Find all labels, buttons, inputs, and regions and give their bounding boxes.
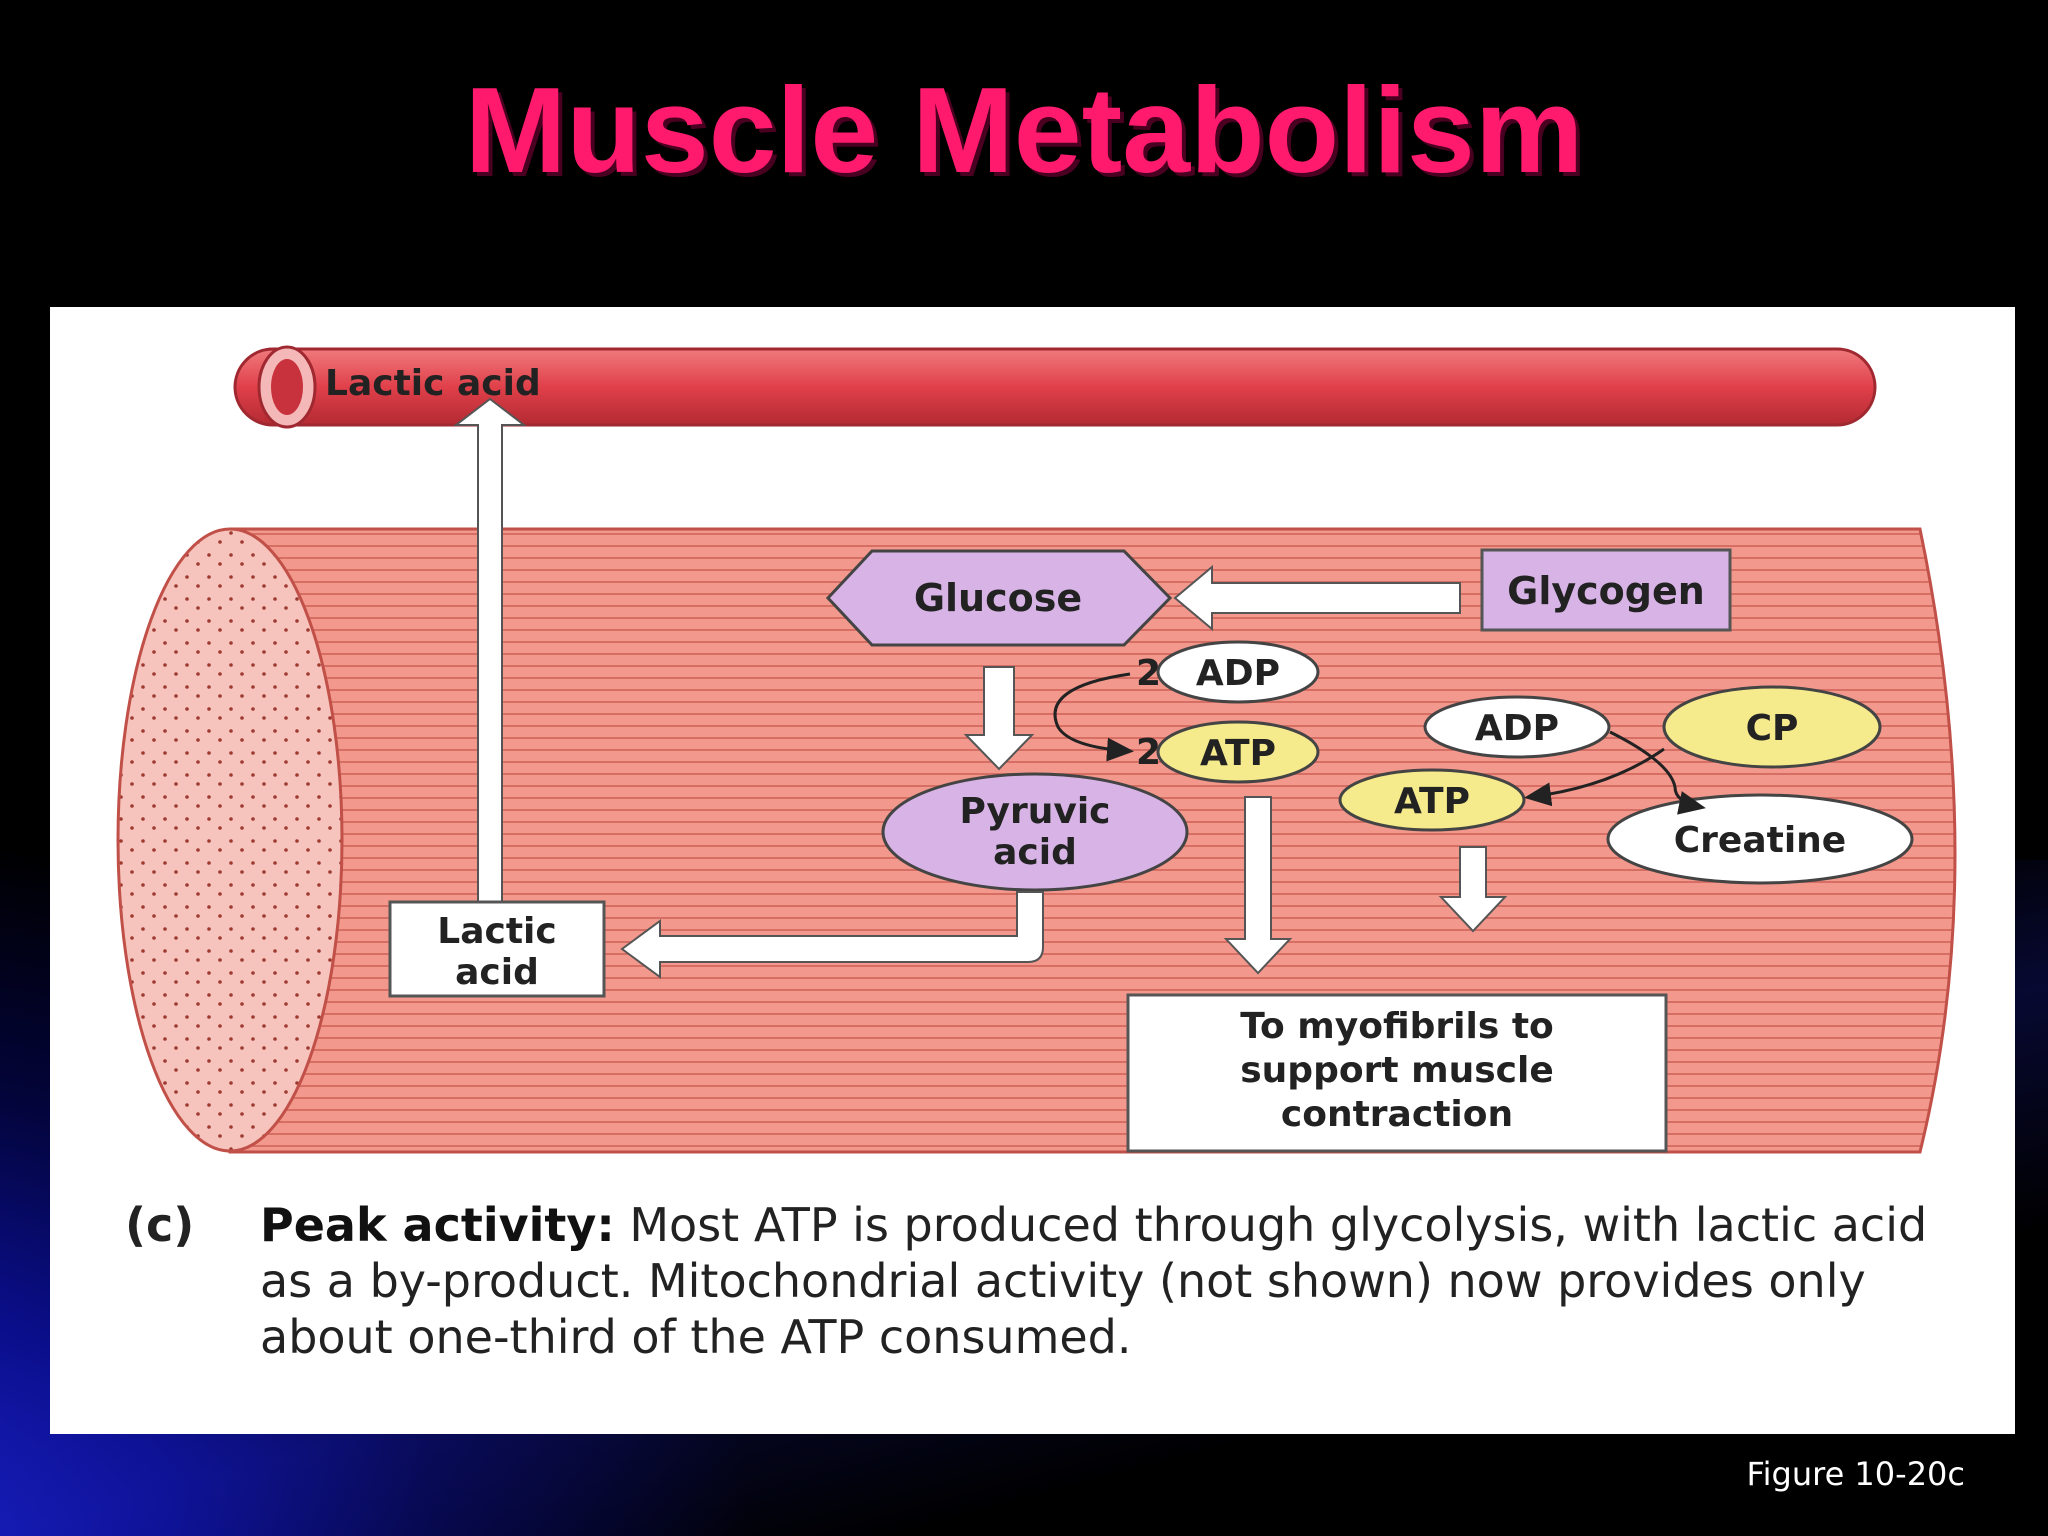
atp-label: ATP [1200,733,1276,774]
lactic-line1: Lactic [437,911,556,952]
figure-caption: (c) Peak activity: Most ATP is produced … [125,1197,1985,1365]
vessel-label: Lactic acid [325,363,541,404]
myofibrils-line2: support muscle [1240,1050,1554,1091]
cp-curve-2 [1524,747,1665,807]
slide-title: Muscle Metabolism [464,62,1584,198]
myofibrils-line3: contraction [1281,1094,1513,1135]
cp-adp-label: ADP [1475,708,1559,749]
lactic-line2: acid [455,952,539,993]
arrow-atp-to-myofibrils [1223,796,1293,975]
arrow-glycogen-to-glucose [1173,564,1461,632]
pyruvic-line2: acid [993,832,1077,873]
cp-atp-oval [1338,768,1526,832]
caption-text: Most ATP is produced through glycolysis,… [260,1198,1928,1364]
cp-oval [1662,685,1882,769]
arrow-pyruvic-to-lactic [620,891,1044,979]
glucose-hexagon [825,549,1173,647]
caption-tag: (c) [125,1198,195,1252]
glycogen-box [1480,548,1732,632]
cp-adp-oval [1423,695,1611,759]
creatine-label: Creatine [1674,820,1846,861]
myofibrils-box [1126,993,1668,1153]
cp-curve-1 [1609,730,1706,815]
figure-reference: Figure 10-20c [1746,1455,1965,1493]
lactic-acid-box [388,900,606,998]
cp-label: CP [1746,708,1799,749]
creatine-oval [1606,793,1914,885]
adp-label: ADP [1196,653,1280,694]
myofibrils-line1: To myofibrils to [1240,1006,1554,1047]
figure-panel: Lactic acid Lactic acid Glycogen Glucose… [50,307,2015,1434]
caption-lead: Peak activity: [260,1198,615,1252]
atp-oval [1156,720,1320,784]
arrow-lactic-to-vessel [453,397,527,908]
arrow-cp-atp-down [1438,846,1508,933]
glycogen-label: Glycogen [1507,569,1705,613]
blood-vessel [233,345,1877,429]
arrow-glucose-to-pyruvic [963,666,1035,771]
adp-oval [1156,640,1320,704]
pyruvic-line1: Pyruvic [959,791,1110,832]
pyruvic-oval [881,772,1189,892]
cp-atp-label: ATP [1394,781,1470,822]
adp-atp-curve [1053,672,1134,762]
glucose-label: Glucose [914,576,1082,620]
metabolism-diagram: Lactic acid Lactic acid Glycogen Glucose… [116,345,1957,1154]
